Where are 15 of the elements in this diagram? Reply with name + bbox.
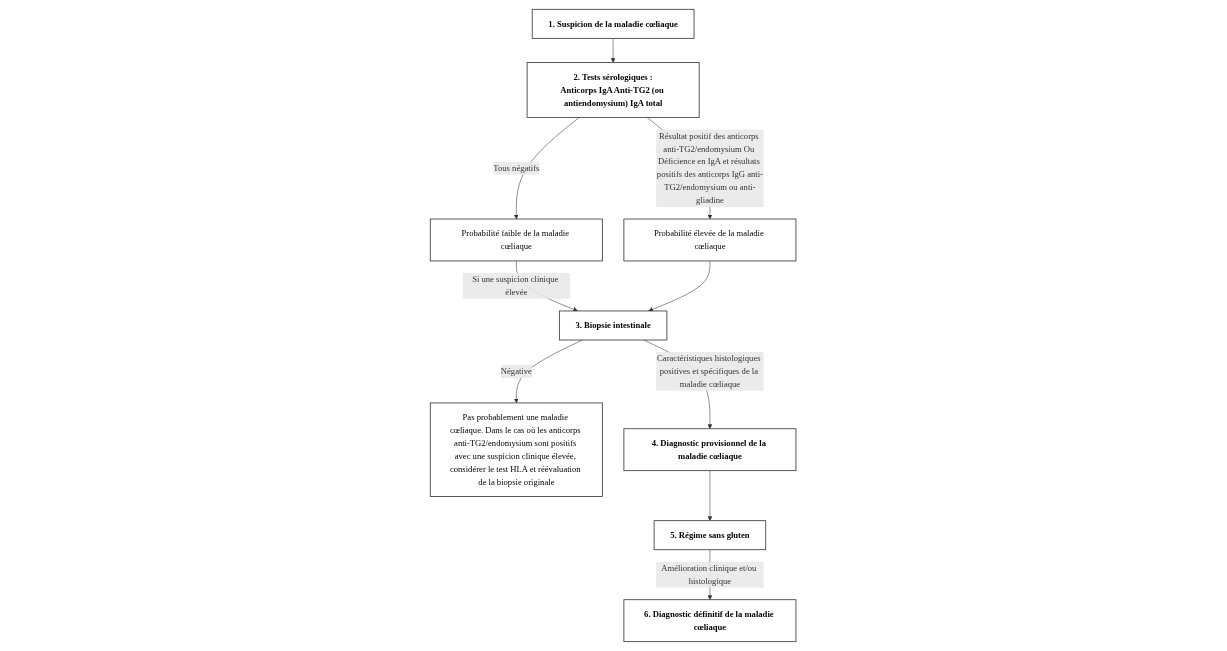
node-box: Pas probablement une maladie cœliaque. Dans le cas où les anticorps anti-TG2/endomysium sont positifs avec une suspicion clinique élevée, considérer le test HLA et réévaluation de la biopsie originale — [430, 402, 604, 497]
node-box: 6. Diagnostic définitif de la maladie cœliaque — [623, 599, 797, 643]
edge-label: Si une suspicion clinique élevée — [472, 274, 559, 297]
edge-label: Résultat positif des anticorps anti-TG2/endomysium Ou Déficience en IgA et résultats positifs des anticorps IgG anti-TG2/endomysium ou anti-gliadine — [657, 131, 764, 205]
edge-label: Tous négatifs — [493, 163, 540, 173]
node-box: 2. Tests sérologiques : Anticorps IgA Anti-TG2 (ou antiendomysium) IgA total — [527, 62, 700, 118]
node-box: 3. Biopsie intestinale — [559, 310, 668, 341]
node-box: 1. Suspicion de la maladie cœliaque — [532, 8, 695, 39]
node-box: 5. Régime sans gluten — [654, 520, 767, 551]
edge-label: Négative — [501, 366, 533, 376]
edge-label: Amélioration clinique et/ou histologique — [661, 563, 757, 586]
node-box: Probabilité élevée de la maladie cœliaque — [623, 218, 797, 262]
node-box: Probabilité faible de la maladie cœliaque — [430, 218, 604, 262]
node-box: 4. Diagnostic provisionnel de la maladie cœliaque — [623, 428, 797, 472]
edge-label: Caractéristiques histologiques positives et spécifiques de la maladie cœliaque — [657, 353, 761, 389]
